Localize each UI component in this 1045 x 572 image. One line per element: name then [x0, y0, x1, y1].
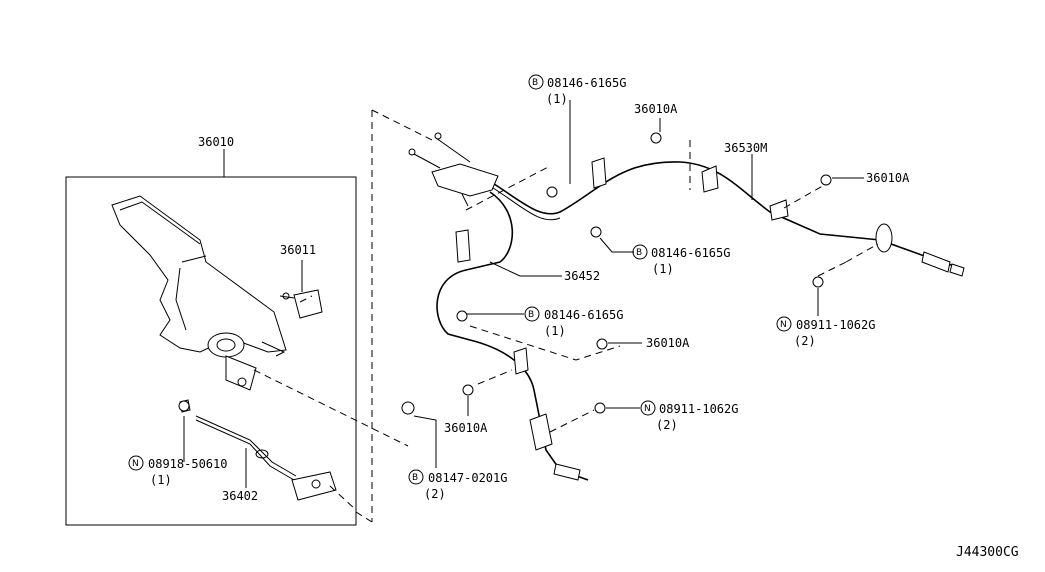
callout-36530M: 36530M — [724, 141, 767, 155]
diagram-id: J44300CG — [956, 545, 1019, 560]
callout-08146-6165G-low: 08146-6165G — [544, 308, 623, 322]
callout-08911-1062G-low: 08911-1062G — [659, 402, 738, 416]
callout-36010A-mid: 36010A — [646, 336, 690, 350]
callout-08918-50610: 08918-50610 — [148, 457, 227, 471]
rear-cable-36452-drawing — [436, 191, 589, 481]
callout-08918-50610-qty: (1) — [150, 473, 172, 487]
callout-08911-1062G-right-qty: (2) — [794, 334, 816, 348]
nut-symbol: N — [644, 404, 651, 414]
fastener-drawings — [178, 132, 832, 415]
callout-08146-6165G-top-qty: (1) — [546, 92, 568, 106]
callout-36011: 36011 — [280, 243, 316, 257]
callout-36010: 36010 — [198, 135, 234, 149]
callout-36452: 36452 — [564, 269, 600, 283]
callout-08147-0201G: 08147-0201G — [428, 471, 507, 485]
callout-08147-0201G-qty: (2) — [424, 487, 446, 501]
bracket-36011-drawing — [279, 289, 323, 319]
bolt-symbol: B — [532, 78, 538, 88]
callout-36402: 36402 — [222, 489, 258, 503]
callout-36010A-right: 36010A — [866, 171, 910, 185]
front-cable-36402-drawing — [179, 399, 337, 501]
callout-08146-6165G-mid: 08146-6165G — [651, 246, 730, 260]
parking-brake-lever-drawing — [111, 195, 287, 391]
callout-08911-1062G-low-qty: (2) — [656, 418, 678, 432]
bolt-symbol: B — [412, 473, 418, 483]
nut-symbol: N — [132, 459, 139, 469]
rear-cable-36530M-drawing — [487, 157, 965, 277]
lever-assembly-frame — [65, 176, 357, 526]
callout-08911-1062G-right: 08911-1062G — [796, 318, 875, 332]
nut-symbol: N — [780, 320, 787, 330]
bolt-symbol: B — [636, 248, 642, 258]
callout-36010A-low: 36010A — [444, 421, 488, 435]
callout-08146-6165G-low-qty: (1) — [544, 324, 566, 338]
equalizer-drawing — [408, 132, 499, 207]
callout-08146-6165G-top: 08146-6165G — [547, 76, 626, 90]
bolt-symbol: B — [528, 310, 534, 320]
callout-36010A-top: 36010A — [634, 102, 678, 116]
callout-08146-6165G-mid-qty: (1) — [652, 262, 674, 276]
